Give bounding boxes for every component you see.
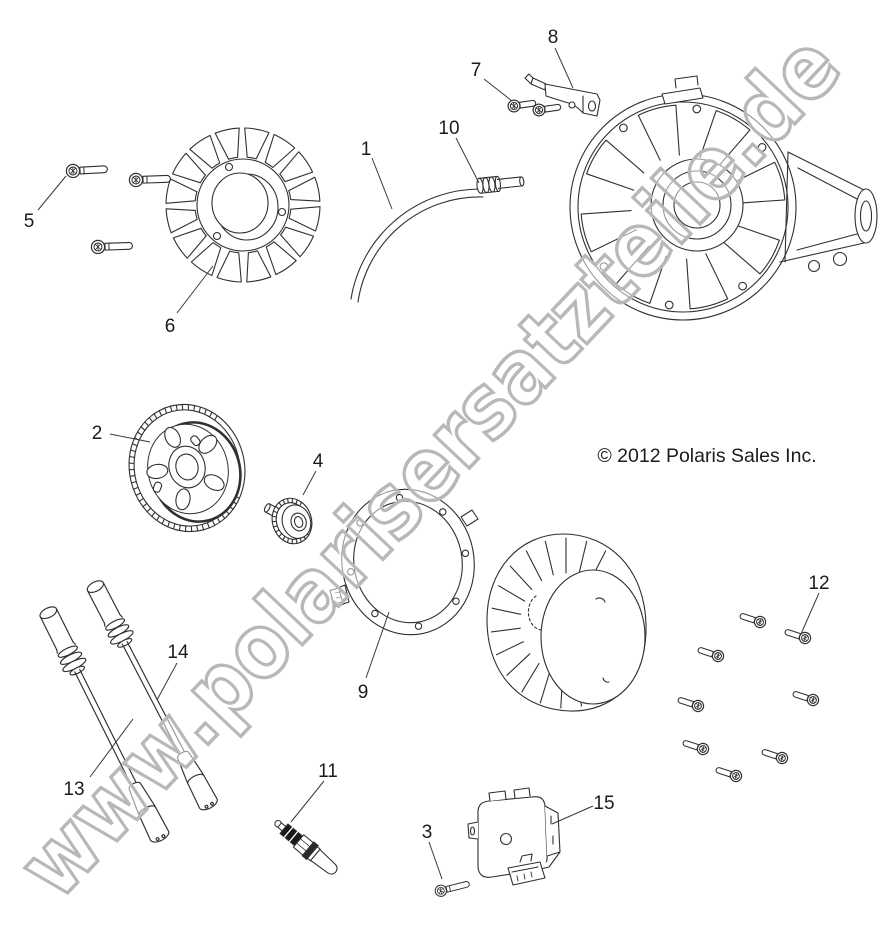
callout-4: 4 (313, 451, 324, 472)
crankcase-cover-drawing (569, 75, 878, 321)
spark-plug-drawing (274, 819, 338, 875)
stator-drawing (165, 127, 321, 283)
callout-13: 13 (63, 779, 84, 800)
callout-8: 8 (548, 27, 559, 48)
copyright-text: © 2012 Polaris Sales Inc. (597, 445, 816, 467)
callout-12: 12 (808, 573, 829, 594)
gasket-drawing (329, 488, 479, 636)
bolt-3-drawing (433, 877, 472, 899)
callout-2: 2 (92, 423, 103, 444)
timing-gear-drawing (263, 497, 313, 545)
callout-labels: 1 2 3 4 5 6 7 8 9 10 11 12 13 14 15 (24, 27, 830, 843)
stator-bolts-drawing (65, 161, 172, 255)
callout-3: 3 (422, 822, 433, 843)
callout-14: 14 (167, 642, 189, 663)
oring-drawing (350, 188, 484, 303)
cover-bolts-drawing (675, 609, 821, 784)
flywheel-drawing (128, 403, 246, 533)
dowel-pin-drawing (476, 175, 525, 194)
stator-cover-drawing (486, 533, 647, 712)
bracket-drawing (524, 73, 601, 117)
callout-11: 11 (318, 761, 338, 782)
callout-10: 10 (438, 118, 459, 139)
callout-9: 9 (358, 682, 369, 703)
callout-leader-lines (37, 47, 820, 880)
callout-15: 15 (593, 793, 614, 814)
callout-1: 1 (361, 139, 372, 160)
callout-7: 7 (471, 60, 482, 81)
callout-6: 6 (165, 316, 176, 337)
cdi-module-drawing (467, 787, 561, 886)
callout-5: 5 (24, 211, 35, 232)
bracket-bolts-drawing (506, 96, 563, 118)
